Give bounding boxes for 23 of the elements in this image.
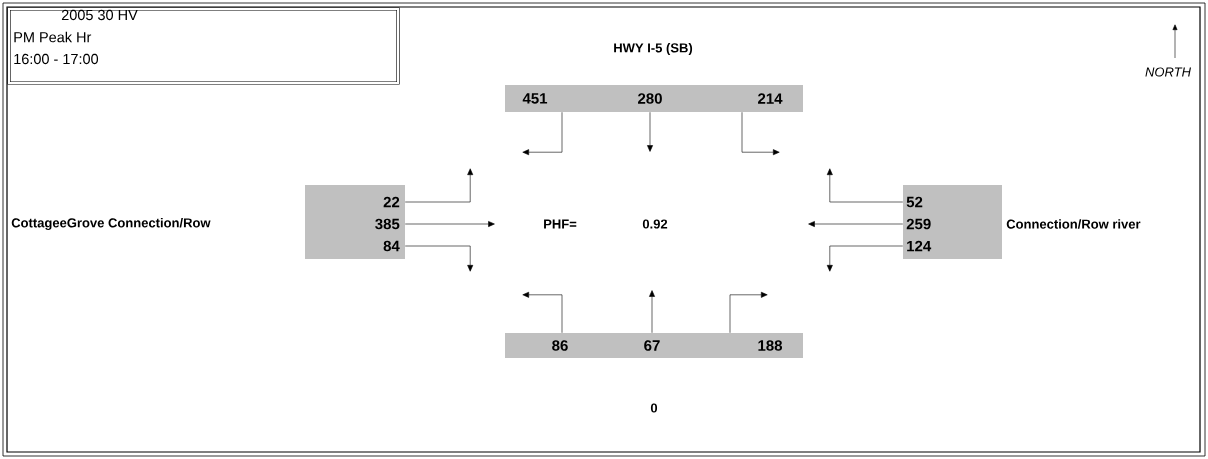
arrow (808, 221, 904, 227)
road-name: HWY I-5 (SB) (614, 42, 693, 56)
arrow (649, 290, 655, 334)
arrow (826, 245, 904, 272)
volume-band: 86 67 188 (505, 333, 803, 358)
arrow (404, 221, 495, 227)
arrow (522, 291, 563, 334)
volume-band: 52 259 124 (903, 185, 1002, 259)
phf-value: 0.92 (642, 219, 668, 229)
road-name: CottageeGrove Connection/Row (11, 217, 211, 231)
north-label: NORTH (1145, 67, 1191, 77)
arrow (647, 111, 653, 152)
arrow (729, 291, 768, 334)
phf-label: PHF= (544, 219, 577, 229)
arrow (522, 111, 563, 156)
arrow (741, 111, 780, 156)
info-box: 2005 30 HV PM Peak Hr 16:00 - 17:00 (7, 7, 400, 85)
arrow (404, 245, 474, 272)
volume-band: 451 280 214 (505, 85, 803, 112)
arrow (826, 168, 904, 203)
total-value: 0 (650, 403, 658, 413)
volume-band: 22 385 84 (305, 185, 405, 259)
arrow (404, 168, 474, 203)
